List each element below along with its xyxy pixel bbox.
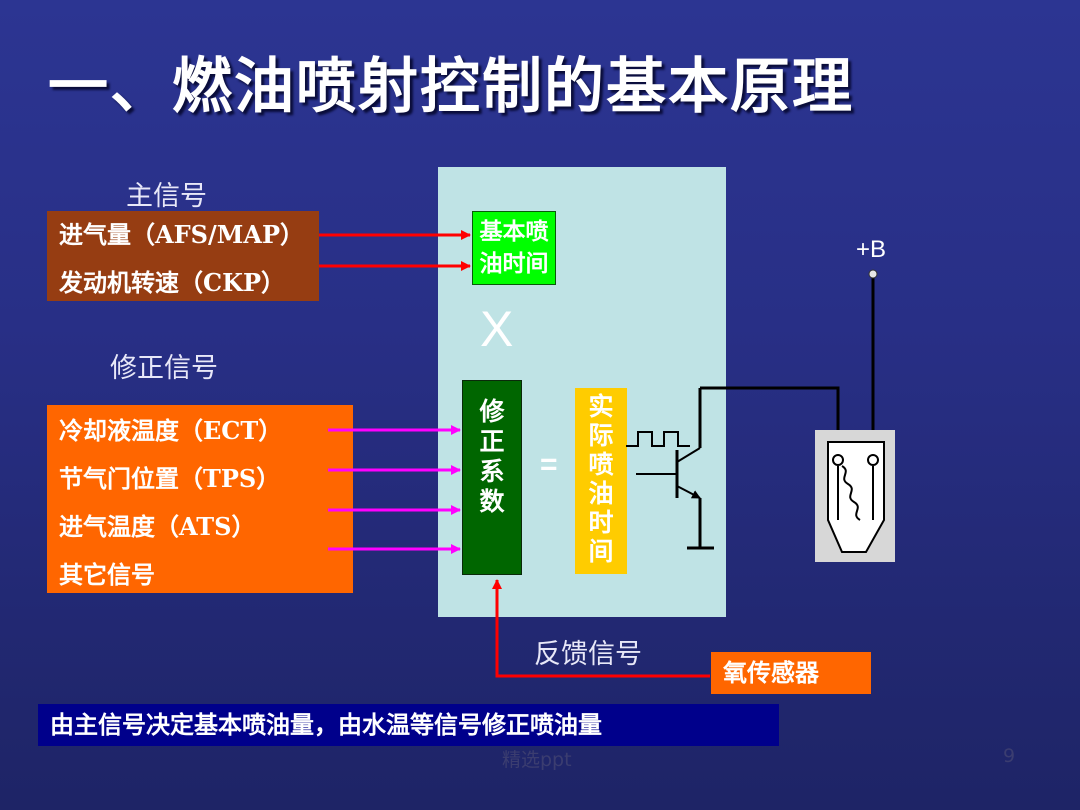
- page-number: 9: [1003, 745, 1016, 767]
- battery-plus-label: +B: [856, 236, 887, 263]
- actual-injection-time-box: 实际喷油时间: [575, 388, 627, 574]
- pulse-wave-icon: [626, 431, 690, 447]
- arrow-up-icon: [492, 579, 710, 678]
- input-other-signals: 其它信号: [59, 560, 155, 589]
- input-intake-air: 进气量（AFS/MAP）: [59, 220, 304, 249]
- footer-text: 精选ppt: [502, 749, 572, 771]
- oxygen-sensor-box: 氧传感器: [711, 652, 871, 694]
- summary-banner: 由主信号决定基本喷油量，由水温等信号修正喷油量: [38, 704, 779, 746]
- actual-injection-time-text: 实际喷油时间: [588, 392, 614, 566]
- correction-signals-box: 冷却液温度（ECT） 节气门位置（TPS） 进气温度（ATS） 其它信号: [47, 405, 353, 593]
- input-throttle-position: 节气门位置（TPS）: [59, 464, 281, 493]
- terminal-dot-icon: [868, 269, 878, 279]
- correction-factor-text: 修正系数: [479, 397, 505, 516]
- correction-factor-box: 修正系数: [462, 380, 522, 575]
- main-signals-box: 进气量（AFS/MAP） 发动机转速（CKP）: [47, 211, 319, 301]
- input-engine-speed: 发动机转速（CKP）: [59, 268, 286, 297]
- equals-sign: =: [540, 448, 558, 481]
- injector-icon: [815, 430, 895, 562]
- input-coolant-temp: 冷却液温度（ECT）: [59, 416, 283, 445]
- input-intake-temp: 进气温度（ATS）: [59, 512, 256, 541]
- page-title: 一、燃油喷射控制的基本原理: [48, 52, 854, 122]
- correction-signal-label: 修正信号: [110, 353, 218, 384]
- basic-injection-time-box: 基本喷油时间: [472, 211, 556, 285]
- main-signal-label: 主信号: [126, 181, 207, 212]
- feedback-signal-label: 反馈信号: [534, 639, 642, 670]
- basic-injection-time-text: 基本喷油时间: [479, 218, 549, 277]
- multiply-sign: X: [480, 301, 514, 357]
- transistor-icon: [636, 388, 714, 550]
